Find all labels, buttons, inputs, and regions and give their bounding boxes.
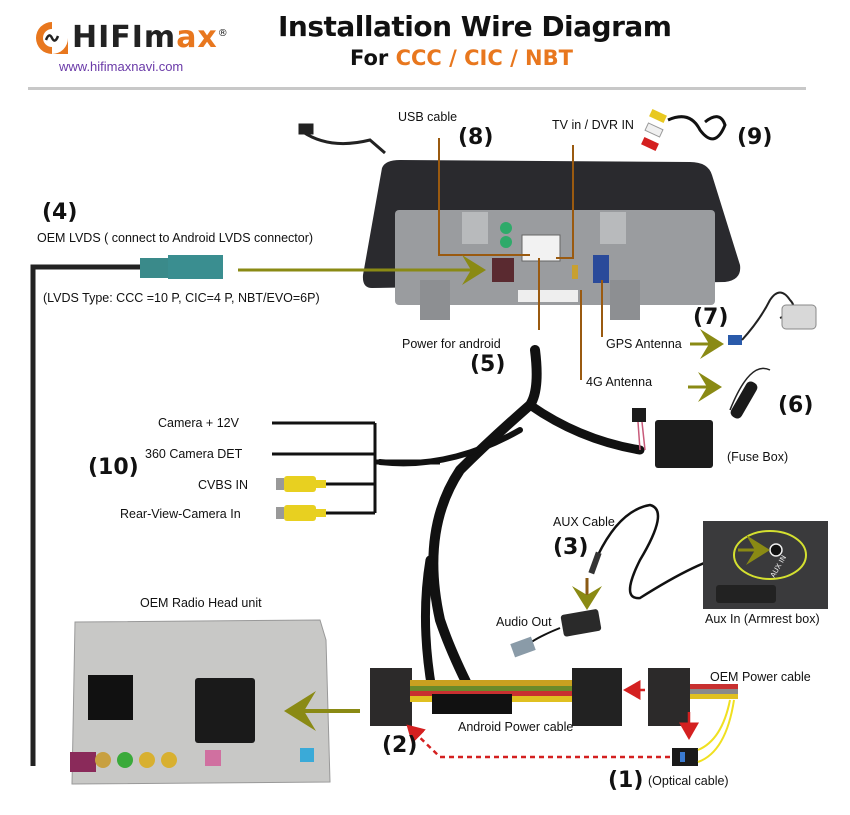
component-number-3: (3) [553,535,589,560]
oem-radio-head-unit-label: OEM Radio Head unit [140,596,262,610]
power-for-android-label: Power for android [402,337,501,351]
main-harness [377,345,645,695]
page-title: Installation Wire Diagram [278,10,672,43]
component-number-1: (1) [608,768,644,793]
component-number-7: (7) [693,305,729,330]
leader-lines [438,138,603,380]
power-harness [370,668,738,766]
oem-power-cable-label: OEM Power cable [710,670,811,684]
component-number-9: (9) [737,125,773,150]
rca-cable-icon [641,108,727,152]
hifimax-logo-icon [36,22,68,54]
optical-cable-label: (Optical cable) [648,774,729,788]
rca-yellow-connectors [276,476,326,521]
rear-view-camera-label: Rear-View-Camera In [120,507,241,521]
component-number-8: (8) [458,125,494,150]
aux-cable-icon [572,503,731,610]
usb-cable-label: USB cable [398,110,458,124]
4g-antenna-icon [688,367,771,419]
oem-radio-head-unit [70,619,360,785]
lvds-type-note: (LVDS Type: CCC =10 P, CIC=4 P, NBT/EVO=… [43,291,320,305]
subtitle-prefix: For [350,46,389,70]
subtitle-models: CCC / CIC / NBT [395,46,573,70]
brand-main: HIFIm [72,20,177,55]
android-power-cable-label: Android Power cable [458,720,574,734]
tv-dvr-in-label: TV in / DVR IN [552,118,634,132]
camera-wires [272,421,440,515]
camera-det-label: 360 Camera DET [145,447,243,461]
lvds-cable [30,255,486,766]
audio-out-connector-icon [510,609,602,658]
4g-antenna-label: 4G Antenna [586,375,653,389]
oem-lvds-label: OEM LVDS ( connect to Android LVDS conne… [37,231,314,245]
camera-12v-label: Camera + 12V [158,416,239,430]
aux-cable-label: AUX Cable [553,515,615,529]
gps-antenna-label: GPS Antenna [606,337,682,351]
cvbs-in-label: CVBS IN [198,478,249,492]
fuse-box-icon [632,408,713,468]
website-url[interactable]: www.hifimaxnavi.com [59,59,184,74]
armrest-aux-in-photo [703,521,828,609]
brand-name: HIFImax® [72,20,229,55]
page-subtitle: For CCC / CIC / NBT [350,46,573,70]
audio-out-label: Audio Out [496,615,552,629]
gps-antenna-icon [690,291,817,359]
aux-in-armrest-label: Aux In (Armrest box) [705,612,820,626]
header-divider [28,87,806,90]
fuse-box-label: (Fuse Box) [727,450,789,464]
component-number-2: (2) [382,733,418,758]
registered-mark: ® [217,28,229,39]
component-number-6: (6) [778,393,814,418]
component-number-10: (10) [88,455,139,480]
component-number-5: (5) [470,352,506,377]
android-head-unit [362,160,741,320]
brand-accent: ax [176,20,218,55]
component-number-4: (4) [42,200,78,225]
usb-cable-icon [298,123,386,155]
